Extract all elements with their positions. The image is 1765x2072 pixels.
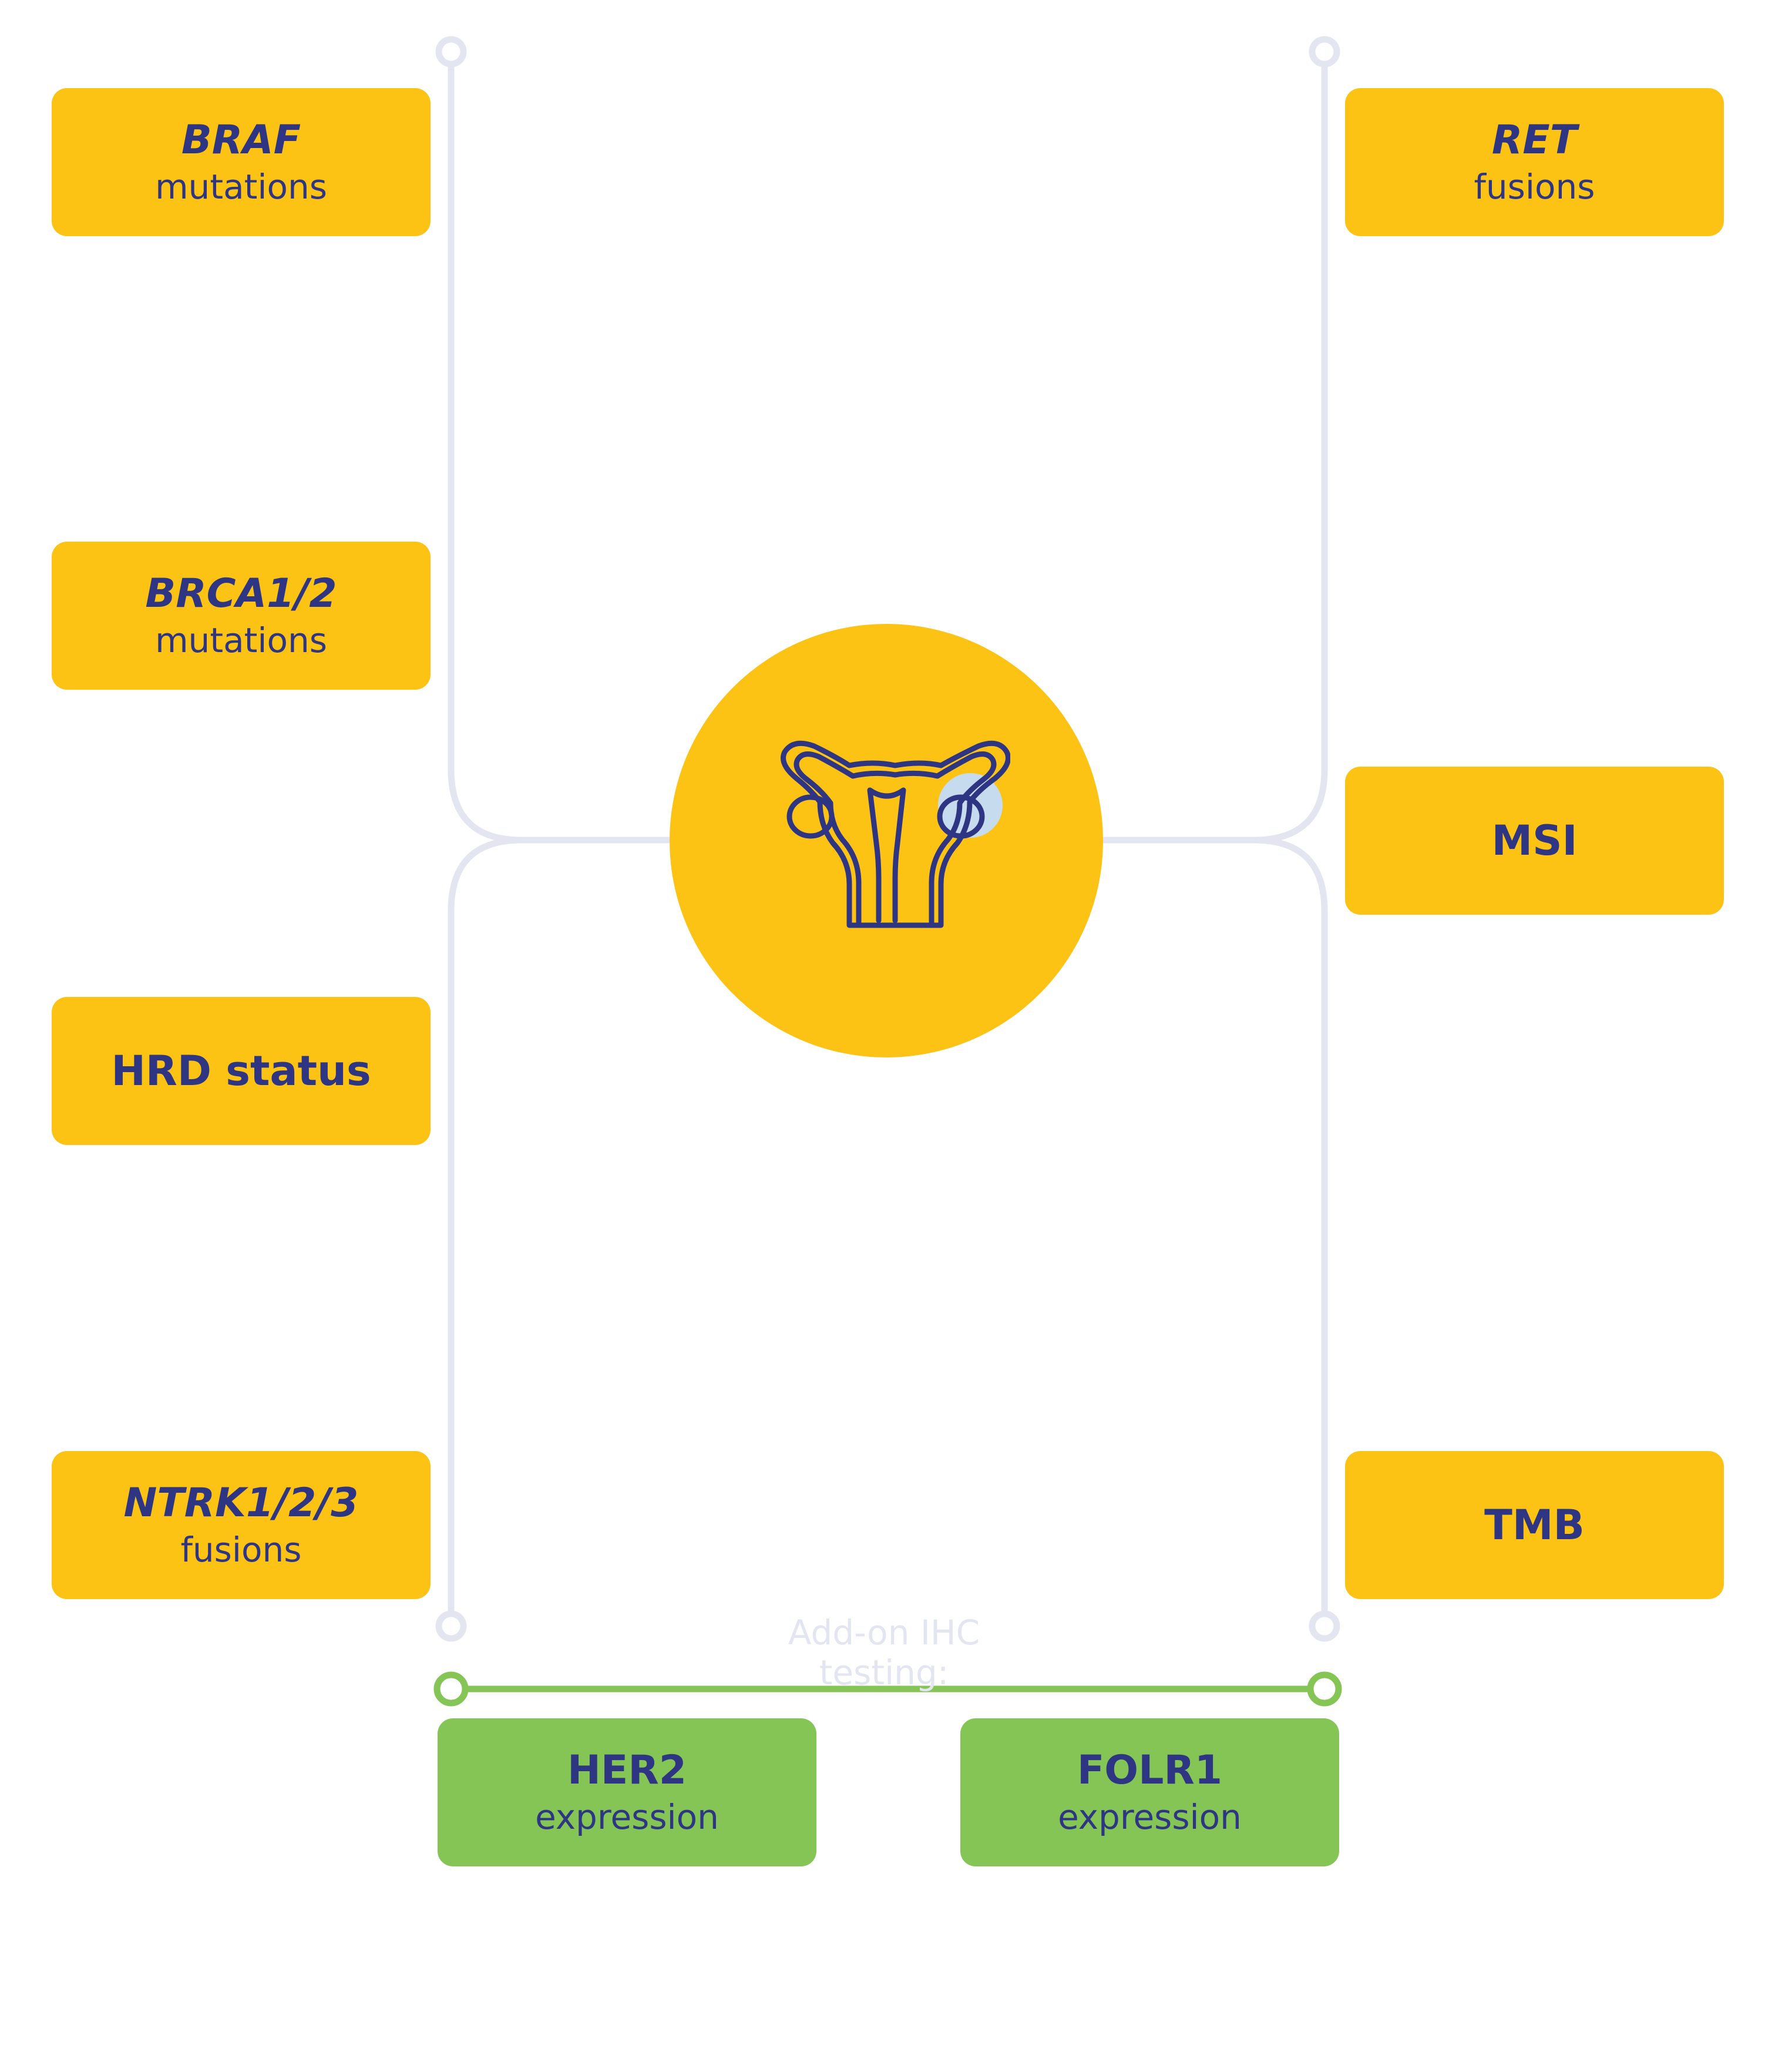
- addon-box-folr1: FOLR1 expression: [960, 1718, 1339, 1866]
- box-title: NTRK1/2/3: [123, 1480, 359, 1526]
- right-connector-upper: [1100, 48, 1328, 844]
- left-connector-lower: [448, 837, 673, 1630]
- right-top-endpoint: [1309, 36, 1340, 68]
- box-title: HRD status: [111, 1047, 371, 1095]
- left-bottom-endpoint: [435, 1610, 467, 1642]
- biomarker-box-ret: RET fusions: [1345, 88, 1724, 236]
- left-top-endpoint: [435, 36, 467, 68]
- addon-right-endpoint: [1307, 1671, 1342, 1707]
- biomarker-box-brca: BRCA1/2 mutations: [52, 542, 431, 690]
- box-title: BRCA1/2: [145, 570, 337, 617]
- box-subtitle: mutations: [155, 167, 327, 207]
- addon-box-her2: HER2 expression: [438, 1718, 816, 1866]
- box-subtitle: expression: [1058, 1797, 1242, 1837]
- box-title: BRAF: [181, 117, 301, 163]
- box-subtitle: fusions: [180, 1530, 302, 1570]
- box-title: RET: [1491, 117, 1578, 163]
- uterus-icon: [781, 740, 1010, 928]
- biomarker-box-ntrk: NTRK1/2/3 fusions: [52, 1451, 431, 1599]
- box-title: MSI: [1491, 817, 1578, 865]
- biomarker-box-hrd: HRD status: [52, 997, 431, 1145]
- left-connector-upper: [448, 48, 673, 844]
- box-title: TMB: [1484, 1501, 1585, 1549]
- right-connector-lower: [1100, 837, 1328, 1630]
- box-title: HER2: [567, 1747, 687, 1794]
- biomarker-box-braf: BRAF mutations: [52, 88, 431, 236]
- addon-left-endpoint: [433, 1671, 469, 1707]
- box-title: FOLR1: [1077, 1747, 1223, 1794]
- right-bottom-endpoint: [1309, 1610, 1340, 1642]
- biomarker-box-tmb: TMB: [1345, 1451, 1724, 1599]
- box-subtitle: fusions: [1474, 167, 1595, 207]
- center-hub: [670, 624, 1103, 1057]
- box-subtitle: mutations: [155, 620, 327, 660]
- addon-label: Add-on IHC testing:: [788, 1613, 980, 1692]
- biomarker-box-msi: MSI: [1345, 767, 1724, 915]
- box-subtitle: expression: [535, 1797, 719, 1837]
